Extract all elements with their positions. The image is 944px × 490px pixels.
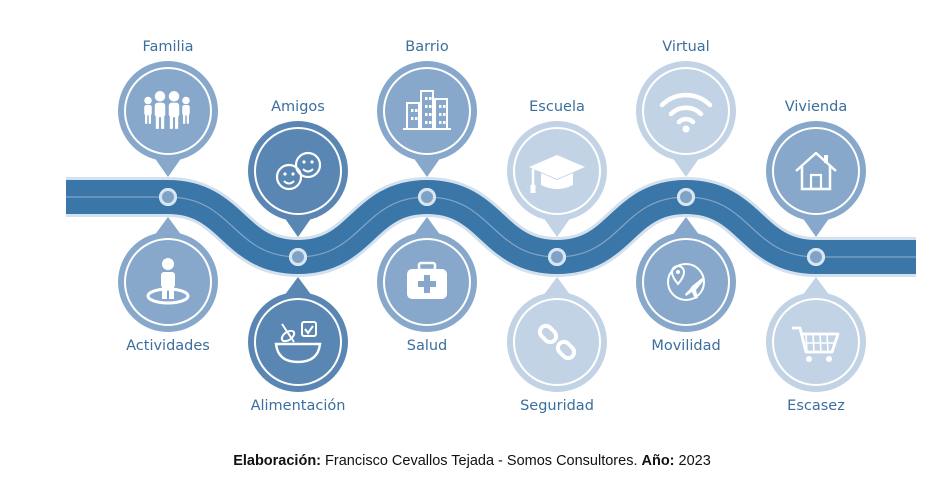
label-salud: Salud (406, 338, 448, 354)
road-center-line (66, 196, 916, 258)
pin-tip (672, 157, 700, 177)
label-alimentación: Alimentación (250, 398, 346, 414)
pin-tip (284, 217, 312, 237)
label-virtual: Virtual (662, 39, 710, 55)
winding-road (66, 176, 916, 278)
food-bowl-icon (274, 321, 322, 364)
pin-alimentación (248, 248, 348, 392)
pin-tip (543, 217, 571, 237)
label-escasez: Escasez (787, 398, 845, 414)
pin-disc (774, 300, 858, 384)
pin-disc (515, 300, 599, 384)
label-seguridad: Seguridad (520, 398, 594, 414)
label-familia: Familia (142, 39, 194, 55)
pin-movilidad (636, 188, 736, 332)
label-barrio: Barrio (405, 39, 449, 55)
label-movilidad: Movilidad (651, 338, 721, 354)
label-actividades: Actividades (126, 338, 210, 354)
road-dot (680, 191, 692, 203)
graduation-cap-icon (529, 155, 585, 193)
map-pin-plane-icon (667, 263, 705, 301)
pin-tip (154, 157, 182, 177)
pin-barrio (377, 61, 477, 206)
road-dot (421, 191, 433, 203)
pin-disc (385, 69, 469, 153)
shopping-cart-icon (792, 326, 840, 362)
person-on-target-icon (146, 258, 190, 305)
road-dot (162, 191, 174, 203)
first-aid-kit-icon (407, 261, 447, 299)
chain-link-icon (537, 323, 577, 361)
pin-tip (672, 217, 700, 236)
caption: Elaboración: Francisco Cevallos Tejada -… (0, 453, 944, 469)
pin-tip (413, 217, 441, 236)
pin-tip (154, 217, 182, 236)
pin-tip (802, 217, 830, 237)
road-dot (810, 251, 822, 263)
friends-faces-icon (275, 151, 322, 191)
buildings-icon (403, 90, 451, 130)
pin-escasez (766, 248, 866, 392)
road-dot (292, 251, 304, 263)
family-icon (144, 91, 190, 129)
label-escuela: Escuela (529, 99, 585, 115)
pin-markers (118, 61, 866, 392)
label-vivienda: Vivienda (784, 99, 848, 115)
pin-disc (644, 69, 728, 153)
pin-tip (284, 277, 312, 296)
pin-actividades (118, 188, 218, 332)
pin-disc (126, 69, 210, 153)
road-dot (551, 251, 563, 263)
pin-tip (543, 277, 571, 296)
pin-seguridad (507, 248, 607, 392)
pin-tip (413, 157, 441, 177)
pin-salud (377, 188, 477, 332)
pin-amigos (248, 121, 348, 266)
road-surface (66, 179, 916, 275)
pin-disc (644, 240, 728, 324)
house-icon (795, 151, 837, 191)
pin-disc (774, 129, 858, 213)
pin-tip (802, 277, 830, 296)
wifi-icon (659, 92, 713, 133)
pin-disc (256, 300, 340, 384)
pin-familia (118, 61, 218, 206)
pin-virtual (636, 61, 736, 206)
caption-year-label: Año: (641, 453, 675, 469)
caption-year-value: 2023 (674, 453, 711, 469)
label-amigos: Amigos (271, 99, 325, 115)
caption-credit-label: Elaboración: (233, 453, 322, 469)
caption-credit-text: Francisco Cevallos Tejada - Somos Consul… (321, 453, 642, 469)
